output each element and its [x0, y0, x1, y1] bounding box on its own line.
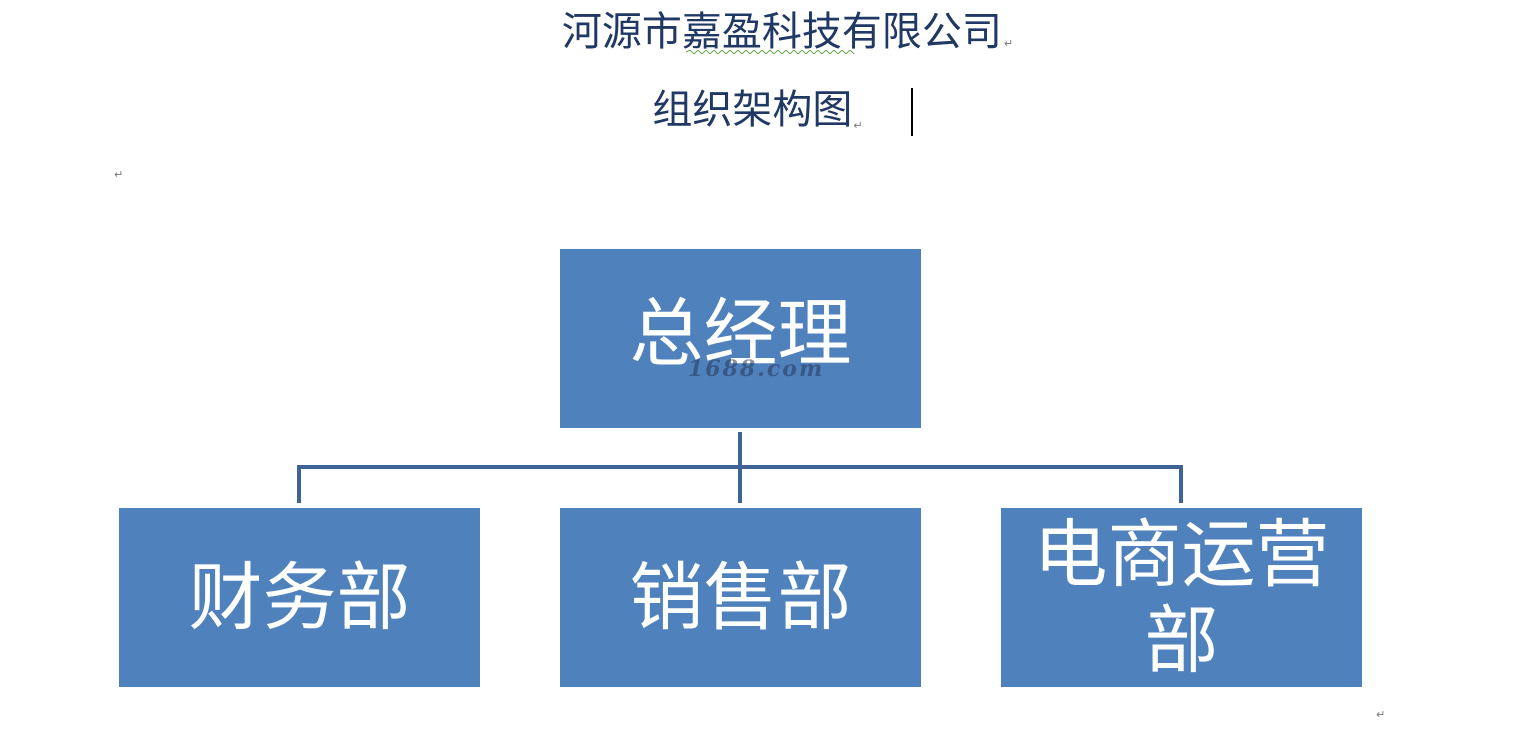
paragraph-mark-icon: ↵: [114, 168, 124, 181]
paragraph-mark-icon: ↵: [1376, 708, 1386, 721]
watermark-text: 1688.com: [688, 356, 825, 382]
paragraph-mark-icon: ↵: [853, 119, 863, 132]
company-title: 河源市嘉盈科技有限公司↵: [30, 6, 1515, 68]
org-node-general-manager[interactable]: 总经理: [560, 249, 921, 428]
org-node-ecommerce[interactable]: 电商运营部: [1001, 508, 1362, 687]
text-cursor: [911, 88, 913, 136]
org-node-label: 销售部: [629, 554, 852, 641]
chart-title-text: 组织架构图: [652, 87, 853, 133]
org-node-finance[interactable]: 财务部: [119, 508, 480, 687]
chart-title[interactable]: 组织架构图↵: [0, 84, 1515, 146]
paragraph-mark-icon: ↵: [1003, 37, 1014, 50]
company-title-text: 河源市嘉盈科技有限公司: [561, 9, 1002, 55]
org-node-label: 总经理: [629, 290, 852, 377]
org-node-label: 电商运营部: [1033, 511, 1330, 684]
org-node-label: 财务部: [188, 554, 411, 641]
org-node-sales[interactable]: 销售部: [560, 508, 921, 687]
